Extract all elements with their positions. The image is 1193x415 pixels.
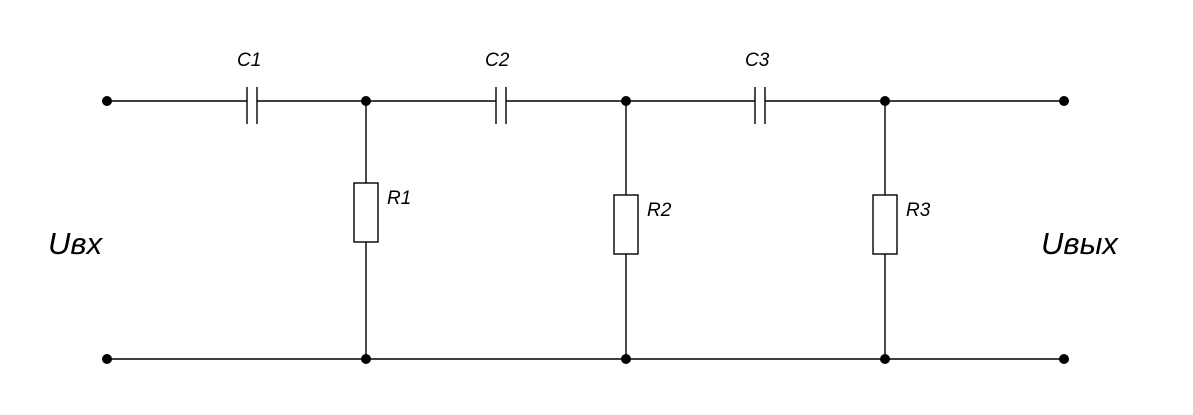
- resistor-r2-label: R2: [647, 200, 672, 221]
- resistor-r1: [353, 101, 379, 359]
- junction-node: [621, 354, 631, 364]
- capacitor-c3-label: C3: [745, 50, 770, 71]
- resistor-r3-label: R3: [906, 200, 931, 221]
- input-voltage-label: Uвх: [48, 226, 104, 261]
- output-terminal-top: [1059, 96, 1069, 106]
- input-terminal-bottom: [102, 354, 112, 364]
- junction-node: [621, 96, 631, 106]
- capacitor-c3: [754, 87, 766, 124]
- capacitor-c2-label: C2: [485, 50, 510, 71]
- capacitor-c1-label: C1: [237, 50, 261, 71]
- resistor-r1-label: R1: [387, 188, 411, 209]
- output-voltage-label: Uвых: [1041, 226, 1119, 261]
- junction-node: [361, 354, 371, 364]
- junction-node: [880, 354, 890, 364]
- junction-node: [361, 96, 371, 106]
- output-terminal-bottom: [1059, 354, 1069, 364]
- input-terminal-top: [102, 96, 112, 106]
- capacitor-c2: [495, 87, 507, 124]
- capacitor-c1: [246, 87, 258, 124]
- junction-node: [880, 96, 890, 106]
- resistor-r2: [613, 101, 639, 359]
- resistor-r3: [872, 101, 898, 359]
